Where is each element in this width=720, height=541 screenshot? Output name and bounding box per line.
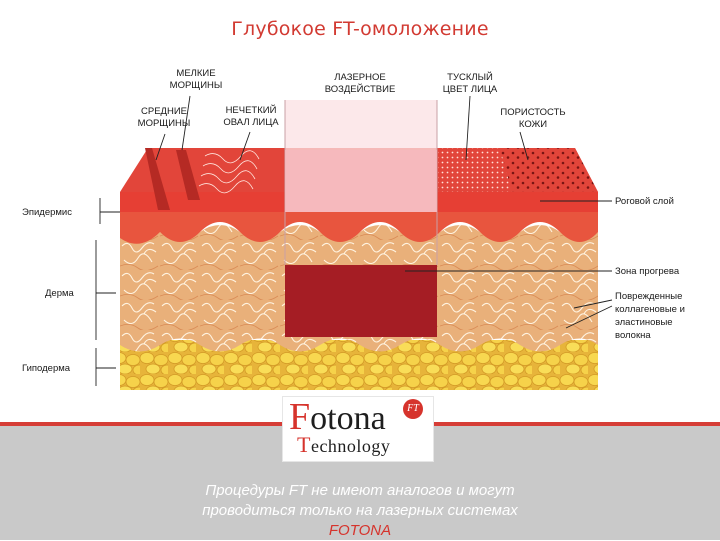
- caption-brand: FOTONA: [328, 522, 392, 539]
- label-epidermis: Эпидермис: [22, 207, 72, 218]
- page-title: Глубокое FT-омоложение: [231, 18, 489, 40]
- callout-medium-wrinkles: СРЕДНИЕ: [141, 106, 187, 117]
- callout-dull-complexion: ТУСКЛЫЙ: [447, 71, 493, 83]
- fotona-logo: Fotona Technology FT: [282, 396, 434, 462]
- label-dermis: Дерма: [45, 288, 75, 299]
- label-damaged-fibers: Поврежденные: [615, 291, 682, 302]
- label-hypodermis: Гиподерма: [22, 363, 71, 374]
- logo-rest: otona: [310, 400, 386, 437]
- caption-line2: проводиться только на лазерных системах: [202, 502, 518, 519]
- label-heating-zone: Зона прогрева: [615, 266, 680, 277]
- label-damaged-fibers-line3: эластиновые: [615, 317, 673, 328]
- epidermis-layer: [120, 212, 598, 244]
- label-damaged-fibers-line4: волокна: [615, 330, 651, 341]
- logo-second-rest: echnology: [310, 436, 391, 456]
- callout-laser-action-line2: ВОЗДЕЙСТВИЕ: [325, 83, 396, 95]
- callout-dull-complexion-line2: ЦВЕТ ЛИЦА: [443, 84, 498, 95]
- blurred-oval-texture: [198, 150, 260, 194]
- label-damaged-fibers-line2: коллагеновые и: [615, 304, 685, 315]
- medium-wrinkle: [145, 148, 170, 210]
- callout-blurred-oval: НЕЧЕТКИЙ: [226, 104, 277, 116]
- callout-fine-wrinkles-line2: МОРЩИНЫ: [170, 80, 223, 91]
- logo-badge: FT: [403, 399, 423, 419]
- logo-second-letter: T: [297, 432, 311, 457]
- laser-entry: [285, 150, 437, 212]
- skin-layers-diagram: МЕЛКИЕ МОРЩИНЫ СРЕДНИЕ МОРЩИНЫ НЕЧЕТКИЙ …: [22, 68, 685, 390]
- label-stratum-corneum: Роговой слой: [615, 196, 674, 207]
- hypodermis-layer: [120, 340, 598, 390]
- logo-wordmark: Fotona: [289, 396, 386, 438]
- porosity-area: [500, 148, 598, 192]
- dull-complexion-area: [438, 148, 512, 192]
- callout-skin-porosity: ПОРИСТОСТЬ: [500, 107, 565, 118]
- callout-laser-action: ЛАЗЕРНОЕ: [334, 72, 385, 83]
- logo-subtitle: Technology: [297, 433, 390, 458]
- medium-wrinkle: [176, 150, 200, 200]
- heating-zone: [285, 265, 437, 337]
- logo-first-letter: F: [289, 396, 311, 438]
- callout-skin-porosity-line2: КОЖИ: [519, 119, 547, 130]
- callout-medium-wrinkles-line2: МОРЩИНЫ: [138, 118, 191, 129]
- caption-line1: Процедуры FT не имеют аналогов и могут: [205, 482, 515, 499]
- callout-blurred-oval-line2: ОВАЛ ЛИЦА: [223, 117, 279, 128]
- footer-caption: Процедуры FT не имеют аналогов и могут п…: [150, 481, 570, 541]
- callout-fine-wrinkles: МЕЛКИЕ: [176, 68, 215, 79]
